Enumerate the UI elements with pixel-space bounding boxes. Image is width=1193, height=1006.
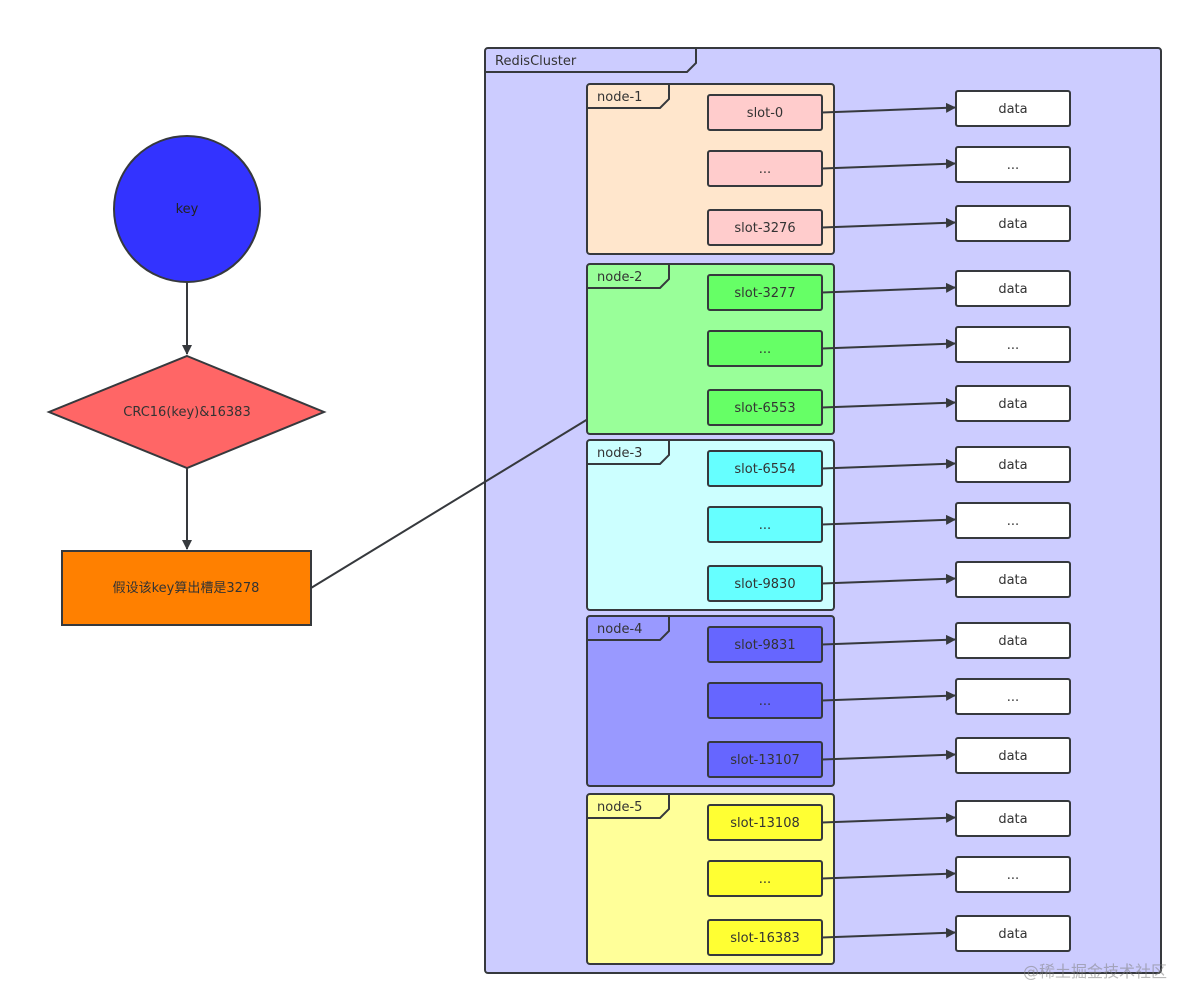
data-label: data <box>998 573 1027 588</box>
data-box <box>955 146 1071 183</box>
data-box <box>955 270 1071 307</box>
slot-to-data-arrow <box>821 514 956 526</box>
slot-label: slot-3276 <box>734 221 795 236</box>
slot-to-data-arrow <box>821 634 956 646</box>
slot-to-data-arrow <box>821 158 956 170</box>
data-label: data <box>998 749 1027 764</box>
cluster-tab <box>485 48 697 73</box>
data-box <box>955 856 1071 893</box>
slot-label: slot-6553 <box>734 401 795 416</box>
node-label: node-2 <box>597 270 642 285</box>
hash-label: CRC16(key)&16383 <box>123 405 250 420</box>
watermark: @稀土掘金技术社区 <box>1022 962 1167 981</box>
node-tab <box>587 616 670 641</box>
result-label: 假设该key算出槽是3278 <box>113 581 260 596</box>
node-tab <box>587 794 670 819</box>
node-2: node-2 slot-3277 data...... slot-6553 data <box>586 263 1071 435</box>
slot-label: slot-16383 <box>730 931 799 946</box>
node-tab <box>587 84 670 109</box>
data-label: ... <box>1007 868 1019 883</box>
data-box <box>955 385 1071 422</box>
data-label: data <box>998 927 1027 942</box>
data-label: data <box>998 282 1027 297</box>
result-box <box>61 550 312 626</box>
node-tab <box>587 264 670 289</box>
cluster-title: RedisCluster <box>495 54 577 69</box>
node-3: node-3 slot-6554 data...... slot-9830 data <box>586 439 1071 611</box>
slot-label: slot-13108 <box>730 816 799 831</box>
data-box <box>955 90 1071 127</box>
data-box <box>955 915 1071 952</box>
slot-label: slot-13107 <box>730 753 799 768</box>
node-4: node-4 slot-9831 data...... slot-13107 data <box>586 615 1071 787</box>
node-label: node-3 <box>597 446 642 461</box>
node-label: node-4 <box>597 622 642 637</box>
slot-label: ... <box>759 518 771 533</box>
slot-to-data-arrow <box>821 397 956 409</box>
slot-to-data-arrow <box>821 338 956 350</box>
data-box <box>955 678 1071 715</box>
data-box <box>955 502 1071 539</box>
node-tab <box>587 440 670 465</box>
slot-label: ... <box>759 342 771 357</box>
slot-to-data-arrow <box>821 217 956 229</box>
slot-label: ... <box>759 162 771 177</box>
slot-label: slot-3277 <box>734 286 795 301</box>
data-label: data <box>998 812 1027 827</box>
node-1: node-1 slot-0 data...... slot-3276 data <box>586 83 1071 255</box>
data-box <box>955 800 1071 837</box>
data-label: data <box>998 458 1027 473</box>
slot-to-data-arrow <box>821 282 956 294</box>
data-label: data <box>998 217 1027 232</box>
slot-to-data-arrow <box>821 749 956 761</box>
data-box <box>955 446 1071 483</box>
slot-to-data-arrow <box>821 573 956 585</box>
node-label: node-5 <box>597 800 642 815</box>
slot-label: slot-9831 <box>734 638 795 653</box>
slot-label: slot-0 <box>747 106 783 121</box>
slot-label: ... <box>759 694 771 709</box>
slot-to-data-arrow <box>821 812 956 824</box>
data-label: ... <box>1007 338 1019 353</box>
slot-to-data-arrow <box>821 927 956 939</box>
slot-label: slot-6554 <box>734 462 795 477</box>
slot-to-data-arrow <box>821 868 956 880</box>
slot-to-data-arrow <box>821 458 956 470</box>
data-label: ... <box>1007 514 1019 529</box>
data-label: data <box>998 634 1027 649</box>
slot-to-data-arrow <box>821 102 956 114</box>
slot-label: slot-9830 <box>734 577 795 592</box>
slot-to-data-arrow <box>821 690 956 702</box>
data-label: data <box>998 397 1027 412</box>
data-box <box>955 205 1071 242</box>
data-label: data <box>998 102 1027 117</box>
data-box <box>955 561 1071 598</box>
key-label: key <box>176 202 199 217</box>
data-box <box>955 326 1071 363</box>
node-5: node-5 slot-13108 data...... slot-16383 data <box>586 793 1071 965</box>
data-box <box>955 622 1071 659</box>
slot-label: ... <box>759 872 771 887</box>
data-label: ... <box>1007 158 1019 173</box>
data-box <box>955 737 1071 774</box>
node-label: node-1 <box>597 90 642 105</box>
data-label: ... <box>1007 690 1019 705</box>
